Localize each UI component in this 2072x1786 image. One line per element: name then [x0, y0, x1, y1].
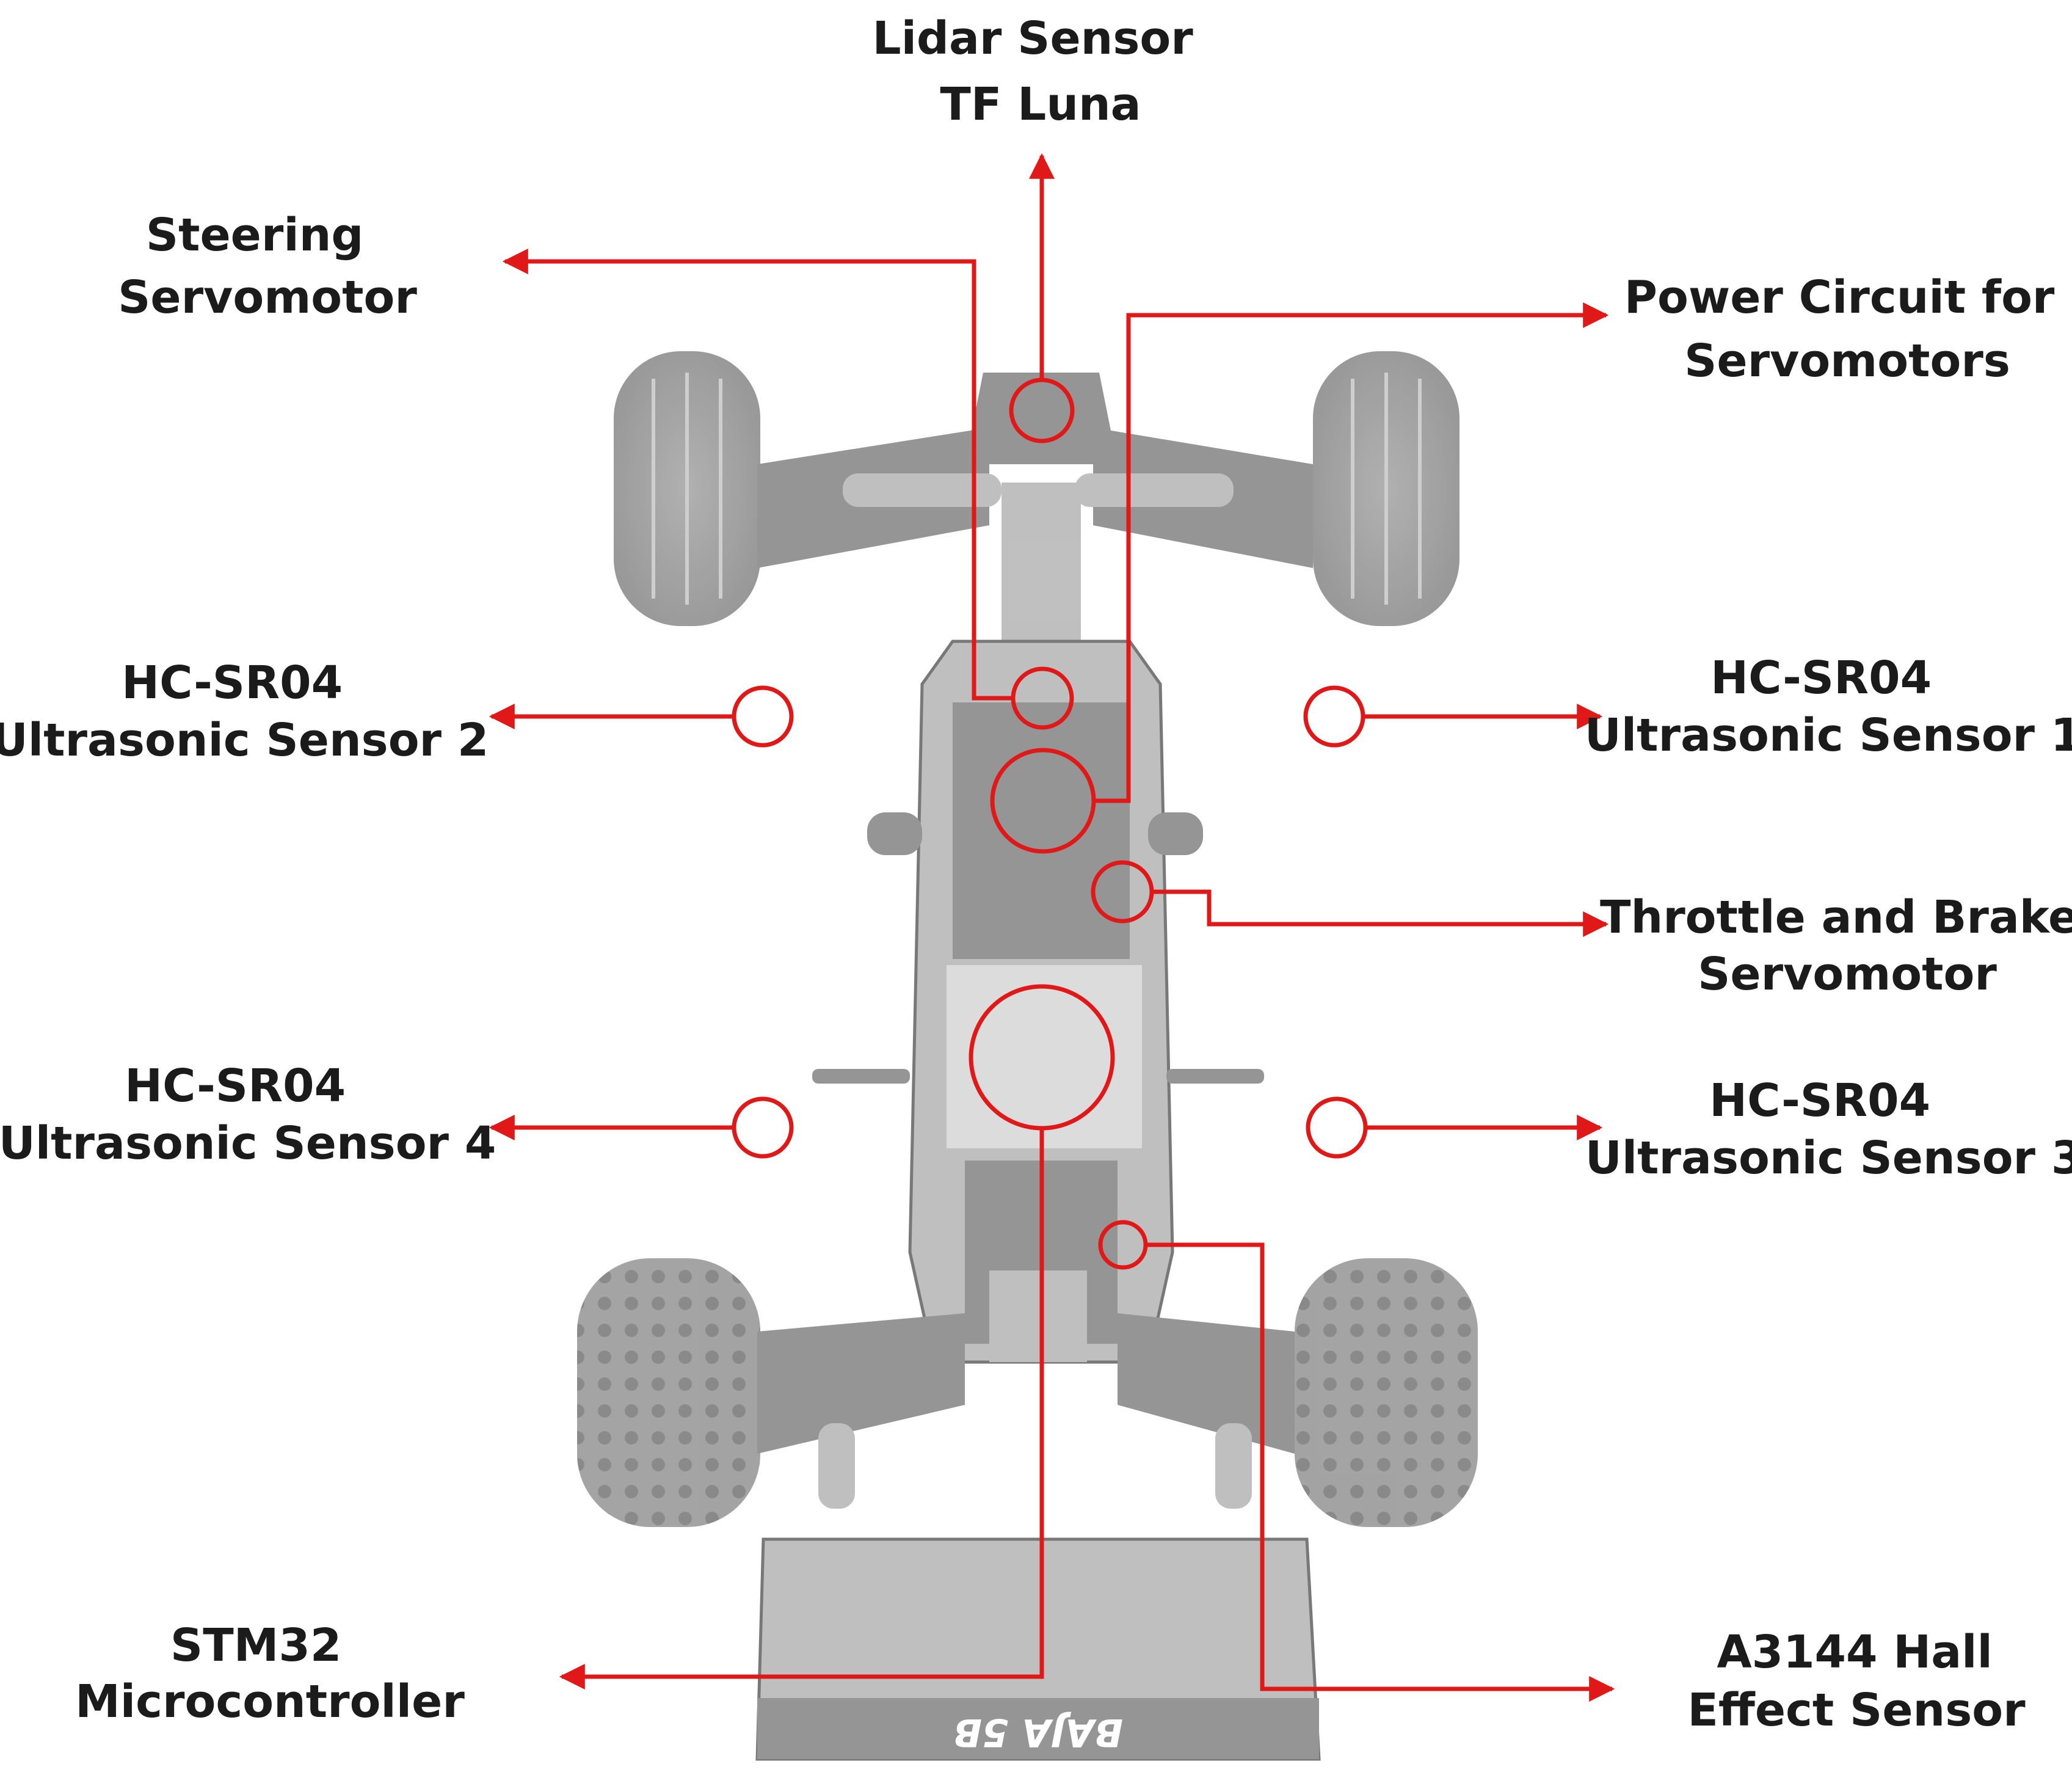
- ring-us4: [732, 1096, 794, 1159]
- rear-suspension: [757, 1313, 1295, 1509]
- electronics-cover-plate: [947, 965, 1142, 1148]
- line-hall: [1146, 1242, 1615, 1702]
- label-hall: A3144 Hall Effect Sensor: [1687, 1626, 2026, 1737]
- label-us2: HC-SR04 Ultrasonic Sensor 2: [0, 657, 489, 767]
- ring-us1: [1303, 685, 1365, 748]
- rear-right-wheel: [1295, 1258, 1478, 1527]
- line-stm32: [559, 1128, 1044, 1689]
- ring-us3: [1306, 1096, 1368, 1159]
- label-us4: HC-SR04 Ultrasonic Sensor 4: [0, 1060, 496, 1170]
- label-us1: HC-SR04 Ultrasonic Sensor 1: [1585, 652, 2072, 762]
- callout-lines: [489, 153, 1615, 1702]
- line-steering: [502, 249, 1013, 701]
- label-steering: Steering Servomotor: [118, 209, 417, 324]
- line-power: [1094, 302, 1609, 803]
- label-lidar: Lidar Sensor TF Luna: [873, 12, 1209, 131]
- label-stm32: STM32 Microcontroller: [75, 1619, 465, 1728]
- ring-us2: [732, 685, 794, 748]
- labels: Lidar Sensor TF Luna Steering Servomotor…: [0, 12, 2072, 1737]
- rear-wing: BAJA 5B: [755, 1537, 1321, 1761]
- front-suspension: [757, 428, 1313, 568]
- label-throttle: Throttle and Brake Servomotor: [1600, 891, 2072, 1001]
- wing-brand-text: BAJA 5B: [953, 1710, 1123, 1755]
- front-right-wheel: [1313, 351, 1459, 626]
- front-left-wheel: [614, 351, 760, 626]
- label-us3: HC-SR04 Ultrasonic Sensor 3: [1585, 1074, 2072, 1184]
- rc-car-chassis: BAJA 5B: [577, 351, 1478, 1761]
- front-bumper: [965, 373, 1118, 464]
- line-throttle: [1152, 889, 1609, 937]
- rear-left-wheel: [577, 1258, 760, 1527]
- label-power: Power Circuit for Servomotors: [1624, 271, 2070, 387]
